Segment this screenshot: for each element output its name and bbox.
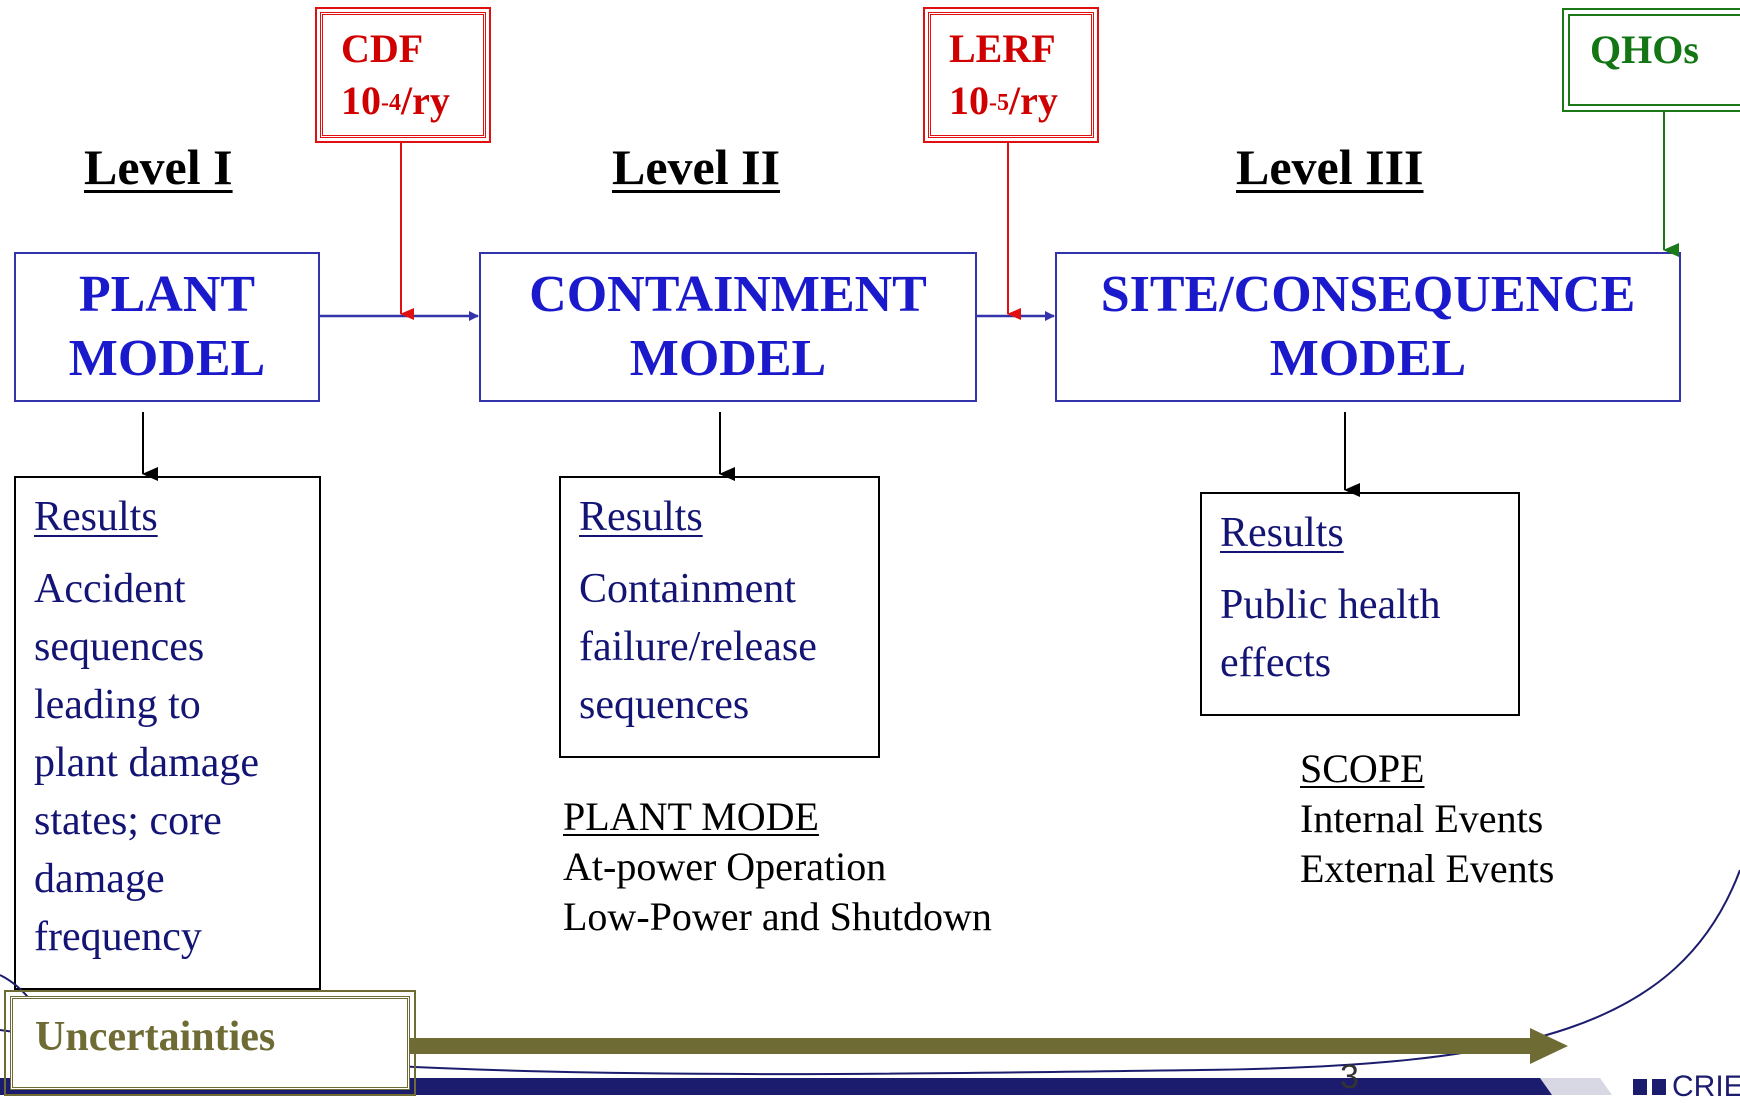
cdf-value: 10-4/ry (341, 75, 483, 127)
uncertainties-arrow-shaft (410, 1038, 1540, 1054)
cdf-unit: /ry (401, 78, 450, 123)
scope-item: External Events (1300, 846, 1555, 891)
site-consequence-model-box: SITE/CONSEQUENCE MODEL (1055, 252, 1681, 402)
level-1-heading: Level I (84, 139, 233, 195)
logo-mark (1633, 1079, 1647, 1095)
logo-mark (1652, 1079, 1666, 1095)
uncertainties-arrow-head (1530, 1028, 1568, 1064)
plant-results-heading: Results (34, 494, 158, 540)
qhos-label: QHOs (1590, 27, 1699, 72)
containment-results-line: Containment (579, 566, 796, 612)
cdf-base: 10 (341, 78, 381, 123)
plant-results-line: Accident (34, 566, 186, 612)
cdf-label: CDF (341, 26, 424, 71)
containment-results-line: failure/release (579, 624, 817, 670)
level-2-heading: Level II (612, 139, 781, 195)
uncertainties-label: Uncertainties (35, 1014, 276, 1060)
logo-text: CRIE (1672, 1070, 1740, 1103)
plant-mode-block: PLANT MODE At-power Operation Low-Power … (563, 792, 992, 942)
containment-results-box: Results Containment failure/release sequ… (559, 476, 880, 758)
plant-mode-item: Low-Power and Shutdown (563, 894, 992, 939)
page-number: 3 (1340, 1058, 1359, 1096)
scope-item: Internal Events (1300, 796, 1544, 841)
site-results-line: effects (1220, 640, 1332, 686)
footer-band-accent (1540, 1078, 1612, 1095)
plant-results-line: states; core (34, 798, 222, 844)
qhos-target-box: QHOs (1562, 8, 1740, 112)
site-model-line1: SITE/CONSEQUENCE (1100, 266, 1636, 323)
plant-results-line: plant damage (34, 740, 260, 786)
site-results-box: Results Public health effects (1200, 492, 1520, 716)
containment-results-line: sequences (579, 682, 750, 728)
containment-results-heading: Results (579, 494, 703, 540)
plant-results-line: sequences (34, 624, 205, 670)
containment-model-line1: CONTAINMENT (529, 266, 927, 323)
plant-model-line2: MODEL (68, 330, 266, 387)
scope-block: SCOPE Internal Events External Events (1300, 744, 1554, 894)
lerf-exponent: -5 (989, 90, 1009, 116)
plant-model-box: PLANT MODEL (14, 252, 320, 402)
plant-mode-heading: PLANT MODE (563, 794, 819, 839)
site-model-line2: MODEL (1269, 330, 1467, 387)
level-3-heading: Level III (1236, 139, 1424, 195)
lerf-label: LERF (949, 26, 1056, 71)
plant-model-line1: PLANT (78, 266, 256, 323)
plant-results-line: damage (34, 856, 165, 902)
site-results-heading: Results (1220, 510, 1344, 556)
plant-results-box: Results Accident sequences leading to pl… (14, 476, 321, 990)
plant-mode-item: At-power Operation (563, 844, 887, 889)
site-results-line: Public health (1220, 582, 1441, 628)
scope-heading: SCOPE (1300, 746, 1425, 791)
containment-model-box: CONTAINMENT MODEL (479, 252, 977, 402)
plant-results-line: frequency (34, 914, 202, 960)
lerf-value: 10-5/ry (949, 75, 1091, 127)
containment-model-line2: MODEL (629, 330, 827, 387)
lerf-target-box: LERF 10-5/ry (923, 7, 1099, 143)
lerf-base: 10 (949, 78, 989, 123)
lerf-unit: /ry (1009, 78, 1058, 123)
cdf-target-box: CDF 10-4/ry (315, 7, 491, 143)
uncertainties-box: Uncertainties (4, 990, 416, 1096)
cdf-exponent: -4 (381, 90, 401, 116)
plant-results-line: leading to (34, 682, 201, 728)
